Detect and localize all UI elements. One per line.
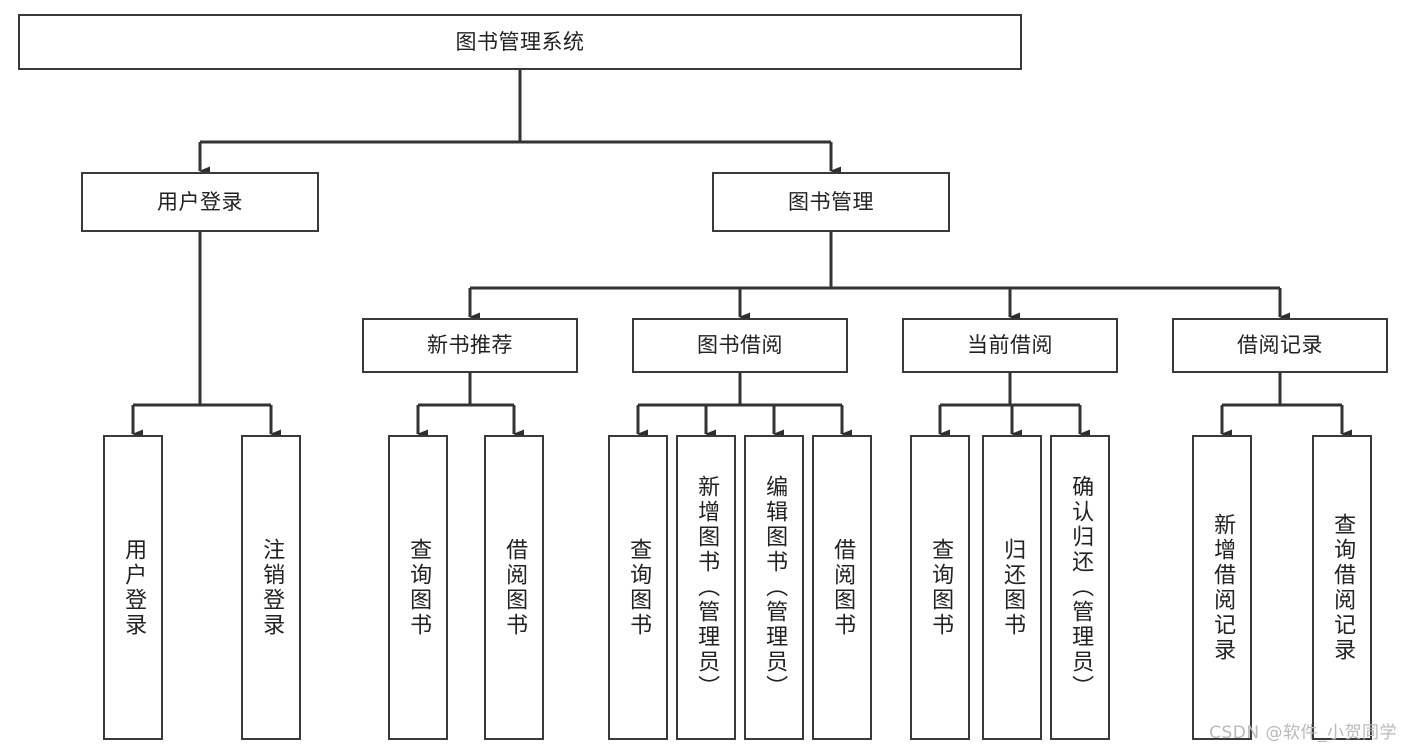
node-leaf-query-book-2[interactable]: 查询图书 xyxy=(608,435,668,740)
node-label: 借阅记录 xyxy=(1237,333,1323,358)
node-leaf-add-record[interactable]: 新增借阅记录 xyxy=(1192,435,1252,740)
node-label: 归还图书 xyxy=(1000,537,1026,638)
node-label: 新增图书（管理员） xyxy=(694,475,720,700)
node-leaf-user-logout[interactable]: 注销登录 xyxy=(241,435,301,740)
node-label: 查询图书 xyxy=(626,537,652,638)
node-leaf-query-book-1[interactable]: 查询图书 xyxy=(388,435,448,740)
node-label: 编辑图书（管理员） xyxy=(762,475,788,700)
node-label: 借阅图书 xyxy=(502,537,528,638)
node-user-login[interactable]: 用户登录 xyxy=(81,172,319,232)
node-root[interactable]: 图书管理系统 xyxy=(18,14,1022,70)
node-label: 当前借阅 xyxy=(967,333,1053,358)
node-new-book-rec[interactable]: 新书推荐 xyxy=(362,318,578,373)
node-leaf-confirm-return[interactable]: 确认归还（管理员） xyxy=(1050,435,1110,740)
watermark-text: CSDN @软件_小贺同学 xyxy=(1209,723,1397,743)
node-label: 新增借阅记录 xyxy=(1210,512,1236,663)
node-label: 图书管理 xyxy=(788,189,874,214)
node-label: 借阅图书 xyxy=(830,537,856,638)
node-label: 图书管理系统 xyxy=(455,29,585,54)
node-label: 用户登录 xyxy=(157,189,243,214)
node-book-borrow[interactable]: 图书借阅 xyxy=(632,318,848,373)
node-label: 注销登录 xyxy=(259,537,285,638)
node-label: 查询图书 xyxy=(406,537,432,638)
node-label: 新书推荐 xyxy=(427,333,513,358)
node-label: 查询借阅记录 xyxy=(1330,512,1356,663)
node-label: 用户登录 xyxy=(121,537,147,638)
node-borrow-record[interactable]: 借阅记录 xyxy=(1172,318,1388,373)
node-label: 确认归还（管理员） xyxy=(1068,475,1094,700)
node-leaf-borrow-book-2[interactable]: 借阅图书 xyxy=(812,435,872,740)
node-leaf-user-login[interactable]: 用户登录 xyxy=(103,435,163,740)
node-leaf-query-book-3[interactable]: 查询图书 xyxy=(910,435,970,740)
node-label: 查询图书 xyxy=(928,537,954,638)
node-leaf-return-book[interactable]: 归还图书 xyxy=(982,435,1042,740)
node-leaf-add-book[interactable]: 新增图书（管理员） xyxy=(676,435,736,740)
node-leaf-borrow-book-1[interactable]: 借阅图书 xyxy=(484,435,544,740)
node-book-manage[interactable]: 图书管理 xyxy=(712,172,950,232)
node-leaf-query-record[interactable]: 查询借阅记录 xyxy=(1312,435,1372,740)
node-label: 图书借阅 xyxy=(697,333,783,358)
node-leaf-edit-book[interactable]: 编辑图书（管理员） xyxy=(744,435,804,740)
node-current-borrow[interactable]: 当前借阅 xyxy=(902,318,1118,373)
